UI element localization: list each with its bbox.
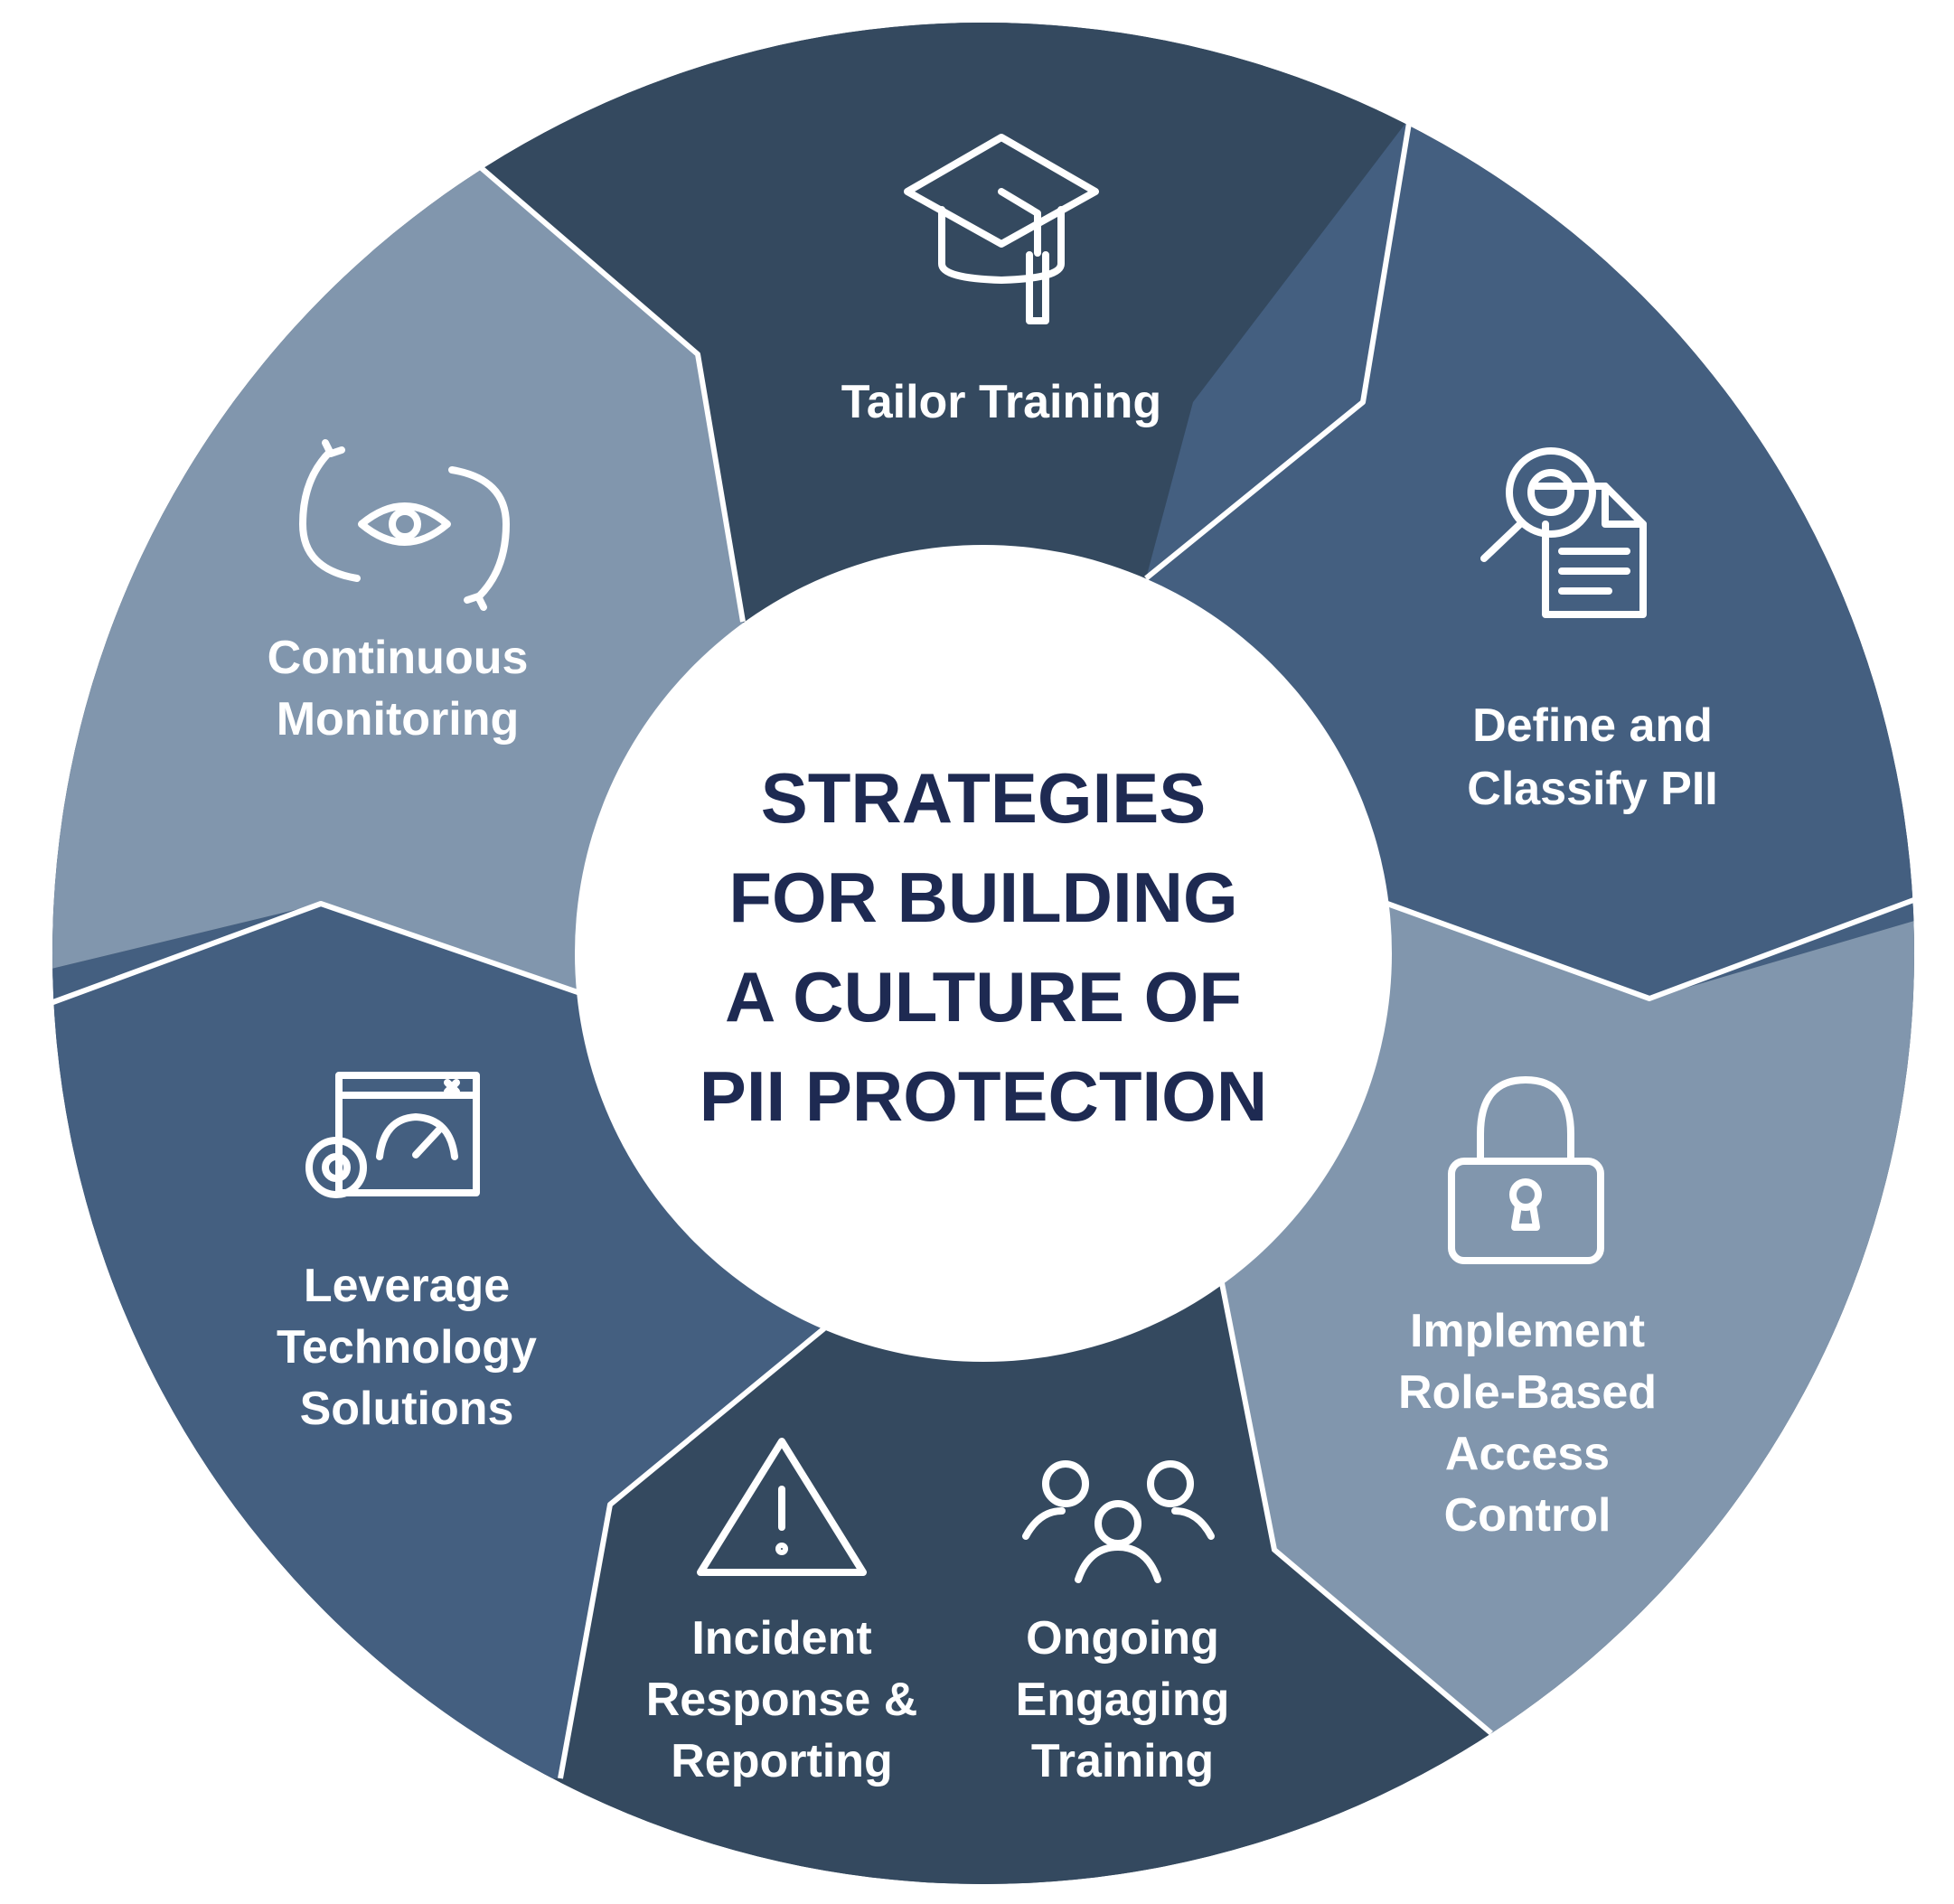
divider-lines — [49, 117, 1918, 1779]
segment-incident-ongoing — [560, 953, 1491, 1884]
center-title-line: STRATEGIES — [761, 758, 1207, 838]
segment-label-ongoing-training: Engaging — [1016, 1674, 1230, 1726]
segment-label-incident-response: Incident — [691, 1612, 871, 1665]
graduation-cap-icon — [904, 134, 1099, 324]
padlock-icon — [1448, 1076, 1604, 1264]
divider-line — [475, 162, 746, 623]
center-title-line: PII PROTECTION — [700, 1056, 1267, 1136]
segment-label-leverage-technology: Solutions — [300, 1383, 514, 1435]
center-circle — [575, 545, 1392, 1362]
segment-labels: Tailor Training Define and Classify PII … — [268, 376, 1718, 1787]
segment-label-role-based-access: Implement — [1410, 1305, 1645, 1357]
search-document-icon — [1480, 447, 1647, 618]
center-title-line: A CULTURE OF — [725, 957, 1242, 1036]
segment-label-define-classify: Define and — [1472, 699, 1713, 752]
segment-label-leverage-technology: Technology — [277, 1321, 537, 1374]
segment-tailor-training — [477, 23, 1410, 953]
segment-label-ongoing-training: Training — [1031, 1735, 1214, 1787]
people-group-icon — [1022, 1460, 1215, 1583]
center-title-line: FOR BUILDING — [728, 858, 1237, 937]
center-title: STRATEGIES FOR BUILDING A CULTURE OF PII… — [700, 758, 1267, 1136]
warning-triangle-icon — [697, 1438, 867, 1576]
segment-label-continuous-monitoring: Monitoring — [277, 693, 520, 746]
segment-label-define-classify: Classify PII — [1467, 763, 1717, 815]
divider-line — [558, 1326, 826, 1779]
segment-label-incident-response: Reporting — [671, 1735, 893, 1787]
segment-label-incident-response: Response & — [646, 1674, 918, 1726]
dashboard-gear-icon — [305, 1072, 480, 1198]
divider-line — [1144, 117, 1413, 581]
segment-label-leverage-technology: Leverage — [304, 1260, 510, 1312]
divider-line — [49, 901, 584, 1006]
segment-label-ongoing-training: Ongoing — [1026, 1612, 1219, 1665]
divider-line — [1219, 1282, 1493, 1736]
segment-label-continuous-monitoring: Continuous — [268, 632, 529, 684]
eye-cycle-icon — [299, 439, 510, 611]
divider-line — [1386, 896, 1918, 1001]
segment-label-tailor-training: Tailor Training — [841, 376, 1161, 428]
segment-label-role-based-access: Control — [1444, 1489, 1611, 1542]
segment-label-role-based-access: Access — [1445, 1428, 1610, 1480]
segment-label-role-based-access: Role-Based — [1398, 1366, 1657, 1419]
